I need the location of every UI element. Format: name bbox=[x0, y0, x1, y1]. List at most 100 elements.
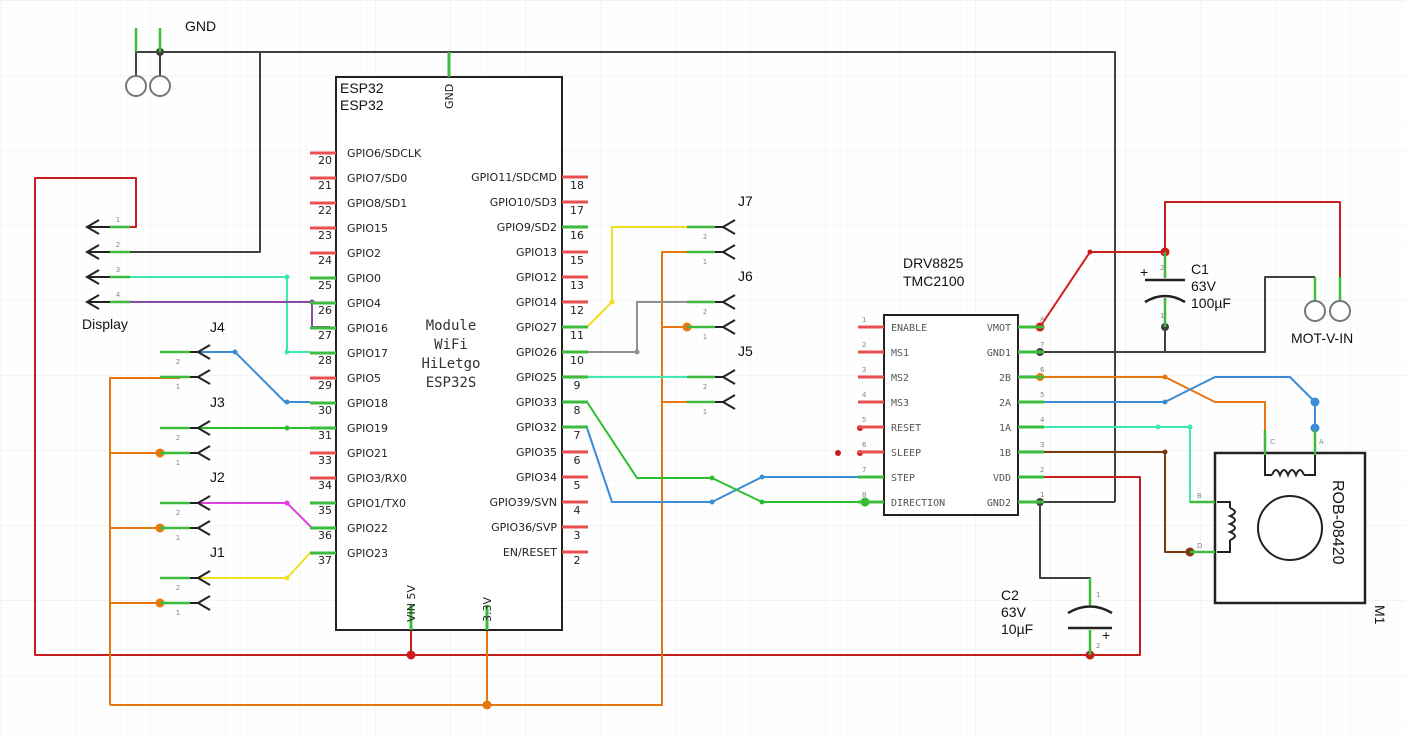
connector-pin-number: 1 bbox=[703, 408, 707, 416]
c1-pin-2: 2 bbox=[1160, 264, 1164, 272]
connector-fork-icon bbox=[721, 394, 736, 410]
j3-pin-1[interactable]: 1 bbox=[160, 445, 211, 467]
terminal-ring-icon bbox=[149, 75, 171, 97]
driver-pin-name: SLEEP bbox=[891, 448, 921, 459]
esp32-pin-name: GPIO22 bbox=[347, 522, 388, 535]
esp32-pin-number: 23 bbox=[318, 229, 332, 242]
stepper-motor[interactable]: C A B D ROB-08420 M1 bbox=[1190, 430, 1388, 625]
j7-pin-1[interactable]: 1 bbox=[687, 244, 736, 266]
gnd-label: GND bbox=[185, 18, 216, 34]
junction-dot bbox=[284, 274, 290, 280]
esp32-pin-number: 31 bbox=[318, 429, 332, 442]
j1-pin-2[interactable]: 2 bbox=[160, 570, 211, 592]
driver-pin-name: GND2 bbox=[987, 498, 1011, 509]
connector-pin-number: 1 bbox=[703, 258, 707, 266]
esp32-vin-label: VIN 5V bbox=[405, 585, 418, 622]
driver-pin-number: 4 bbox=[862, 391, 867, 399]
j2-label: J2 bbox=[210, 469, 225, 485]
signal-yellow-net-2 bbox=[586, 226, 715, 328]
esp32-pin-name: GPIO14 bbox=[516, 296, 557, 309]
stepper-driver[interactable]: DRV8825 TMC2100 1ENABLE2MS13MS24MS35RESE… bbox=[858, 255, 1045, 516]
connector-fork-icon bbox=[85, 294, 100, 310]
esp32-pin-name: GPIO19 bbox=[347, 422, 388, 435]
j4-pin-1[interactable]: 1 bbox=[160, 369, 211, 391]
display-pin-2[interactable]: 2 bbox=[85, 241, 130, 260]
esp32-pin-name: GPIO7/SD0 bbox=[347, 172, 407, 185]
esp32-pin-name: GPIO4 bbox=[347, 297, 381, 310]
capacitor-c1[interactable]: + 2 1 C1 63V 100µF bbox=[1140, 252, 1231, 327]
connector-fork-icon bbox=[196, 520, 211, 536]
j2-pin-2[interactable]: 2 bbox=[160, 495, 211, 517]
driver-pin-name: GND1 bbox=[987, 348, 1011, 359]
connector-pin-number: 2 bbox=[703, 383, 707, 391]
junction-dot bbox=[1187, 424, 1193, 430]
display-pin-3[interactable]: 3 bbox=[85, 266, 130, 285]
driver-pin-name: MS1 bbox=[891, 348, 909, 359]
gnd-terminal[interactable]: GND bbox=[125, 18, 216, 97]
esp32-pin-number: 5 bbox=[574, 479, 581, 492]
j7-pin-2[interactable]: 2 bbox=[687, 219, 736, 241]
c1-name: C1 bbox=[1191, 261, 1209, 277]
esp32-pin-number: 3 bbox=[574, 529, 581, 542]
junction-dot bbox=[759, 499, 765, 505]
j1-pin-1[interactable]: 1 bbox=[160, 595, 211, 617]
junction-dot bbox=[709, 499, 715, 505]
coil-left-icon bbox=[1217, 501, 1236, 553]
j5-pin-1[interactable]: 1 bbox=[687, 394, 736, 416]
j6-pin-2[interactable]: 2 bbox=[687, 294, 736, 316]
esp32-center-line: ESP32S bbox=[426, 375, 477, 391]
motor-rotor-icon bbox=[1257, 495, 1323, 561]
connector-fork-icon bbox=[196, 344, 211, 360]
motor-pin-b: B bbox=[1197, 492, 1202, 500]
esp32-title-2: ESP32 bbox=[340, 97, 384, 113]
esp32-left-pins: 20GPIO6/SDCLK21GPIO7/SD022GPIO8/SD123GPI… bbox=[310, 147, 422, 567]
j7-label: J7 bbox=[738, 193, 753, 209]
display-pin-1[interactable]: 1 bbox=[85, 216, 130, 235]
esp32-gnd-pin-label: GND bbox=[443, 84, 456, 109]
esp32-pin-number: 18 bbox=[570, 179, 584, 192]
junction-dot bbox=[609, 299, 615, 305]
j4-pin-2[interactable]: 2 bbox=[160, 344, 211, 366]
c2-pin-1: 1 bbox=[1096, 591, 1100, 599]
connector-fork-icon bbox=[721, 244, 736, 260]
connector-fork-icon bbox=[196, 495, 211, 511]
esp32-pin-name: GPIO3/RX0 bbox=[347, 472, 407, 485]
esp32-pin-name: GPIO1/TX0 bbox=[347, 497, 406, 510]
j5-pin-2[interactable]: 2 bbox=[687, 369, 736, 391]
c1-pin-1: 1 bbox=[1160, 312, 1164, 320]
junction-dot bbox=[1162, 399, 1168, 405]
connector-fork-icon bbox=[85, 269, 100, 285]
driver-pin-name: MS3 bbox=[891, 398, 909, 409]
esp32-pin-number: 22 bbox=[318, 204, 332, 217]
driver-pin-name: VMOT bbox=[987, 323, 1011, 334]
driver-pin-number: 3 bbox=[1040, 441, 1044, 449]
j4-label: J4 bbox=[210, 319, 225, 335]
c2-polarity: + bbox=[1102, 627, 1110, 643]
capacitor-c2[interactable]: 1 2 + C2 63V 10µF bbox=[1001, 578, 1113, 655]
esp32-pin-name: GPIO2 bbox=[347, 247, 381, 260]
mot-v-in-label: MOT-V-IN bbox=[1291, 330, 1353, 346]
esp32-pin-number: 16 bbox=[570, 229, 584, 242]
j6-pin-1[interactable]: 1 bbox=[687, 319, 736, 341]
esp32-module[interactable]: ESP32 ESP32 GND ModuleWiFiHiLetgoESP32S … bbox=[310, 52, 588, 631]
esp32-pin-number: 29 bbox=[318, 379, 332, 392]
esp32-pin-name: GPIO9/SD2 bbox=[497, 221, 557, 234]
esp32-pin-number: 10 bbox=[570, 354, 584, 367]
esp32-pin-name: GPIO12 bbox=[516, 271, 557, 284]
esp32-pin-number: 21 bbox=[318, 179, 332, 192]
display-pin-4[interactable]: 4 bbox=[85, 291, 130, 310]
junction-dot bbox=[759, 474, 765, 480]
connector-pin-number: 2 bbox=[703, 233, 707, 241]
j2-pin-1[interactable]: 1 bbox=[160, 520, 211, 542]
j3-pin-2[interactable]: 2 bbox=[160, 420, 211, 442]
connector-fork-icon bbox=[721, 219, 736, 235]
driver-pin-number: 1 bbox=[1040, 491, 1044, 499]
esp32-pin-number: 17 bbox=[570, 204, 584, 217]
esp32-pin-number: 7 bbox=[574, 429, 581, 442]
driver-pin-number: 3 bbox=[862, 366, 866, 374]
connector-pin-number: 2 bbox=[176, 509, 180, 517]
motor-power-input[interactable]: MOT-V-IN bbox=[1291, 277, 1353, 346]
connector-pin-number: 3 bbox=[116, 266, 120, 274]
connector-fork-icon bbox=[196, 369, 211, 385]
